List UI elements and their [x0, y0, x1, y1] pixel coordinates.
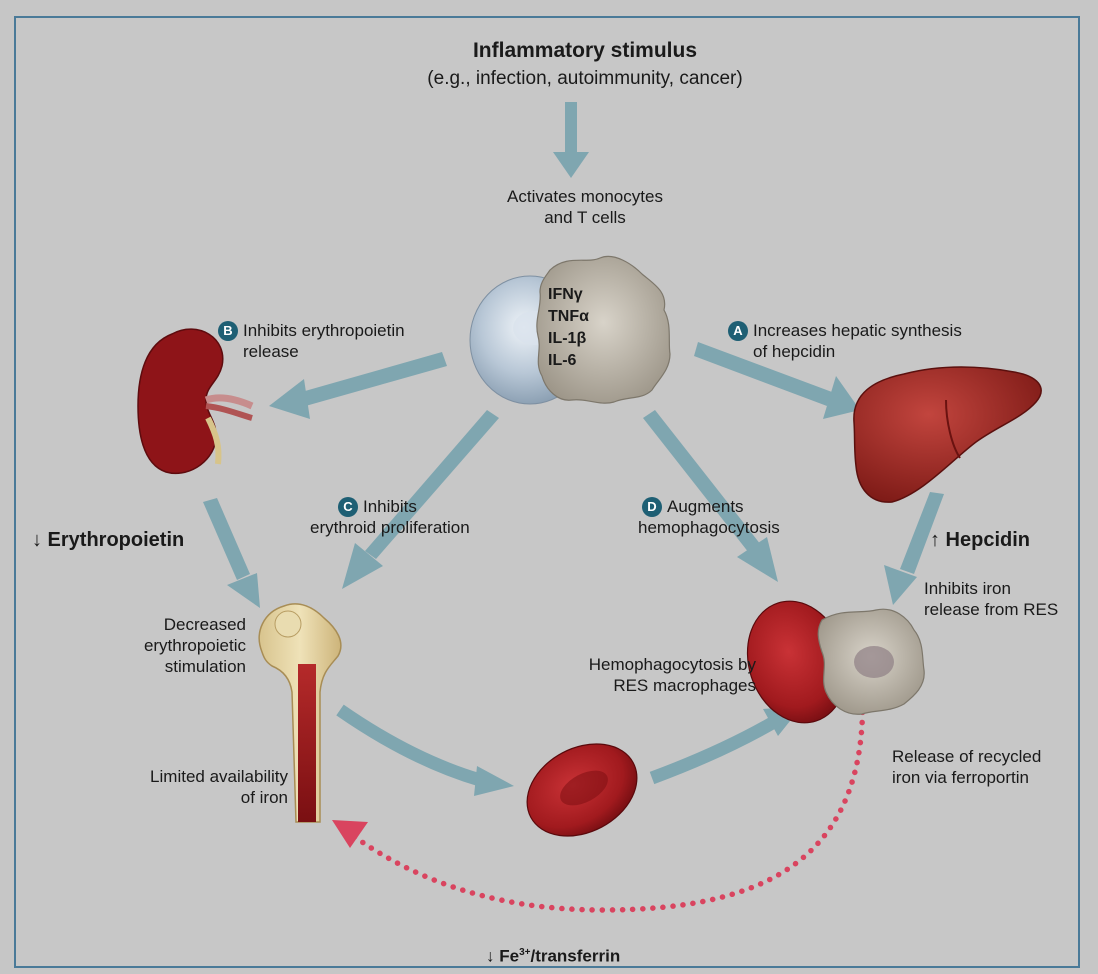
diagram-title: Inflammatory stimulus	[472, 39, 698, 62]
fe-transferrin-label: ↓ Fe3+/transferrin	[486, 946, 621, 966]
cytokine-list: IFNγ TNFα IL-1β IL-6	[548, 284, 589, 372]
badge-d: D	[642, 497, 662, 517]
erythropoietin-label: ↓ Erythropoietin	[32, 529, 185, 551]
cytokine-il6: IL-6	[548, 352, 577, 369]
arrow-to-kidney	[269, 352, 447, 419]
femur-bone-illustration	[258, 603, 342, 823]
arrow-to-bone	[342, 410, 499, 589]
arrow-liver-to-macrophage	[884, 492, 944, 605]
macrophage-illustration	[746, 600, 925, 724]
immune-cells-illustration	[469, 255, 671, 405]
kidney-illustration	[137, 328, 254, 475]
liver-illustration	[853, 366, 1042, 503]
arrows	[203, 102, 944, 796]
cytokine-il1: IL-1β	[548, 330, 587, 347]
arrow-rbc-to-macrophage	[649, 706, 802, 785]
monocyte-cell	[536, 255, 671, 404]
hepcidin-label: ↑ Hepcidin	[930, 529, 1031, 551]
diagram-frame: Inflammatory stimulus (e.g., infection, …	[14, 16, 1080, 968]
cytokine-ifn: IFNγ	[548, 286, 583, 303]
iron-recycling-dotted-path	[345, 679, 866, 913]
red-blood-cell-illustration	[526, 743, 638, 837]
diagram-subtitle: (e.g., infection, autoimmunity, cancer)	[427, 68, 743, 89]
badge-b: B	[218, 321, 238, 341]
arrow-stimulus-down	[553, 102, 589, 178]
arrow-bone-to-rbc	[336, 704, 514, 796]
badge-a: A	[728, 321, 748, 341]
cytokine-tnf: TNFα	[548, 308, 589, 325]
iron-recycling-arrowhead	[332, 820, 368, 848]
badge-c: C	[338, 497, 358, 517]
arrow-to-macrophage	[643, 410, 778, 582]
arrow-kidney-to-bone	[203, 498, 260, 608]
diagram-canvas	[137, 102, 1042, 913]
arrow-to-liver	[694, 342, 860, 419]
